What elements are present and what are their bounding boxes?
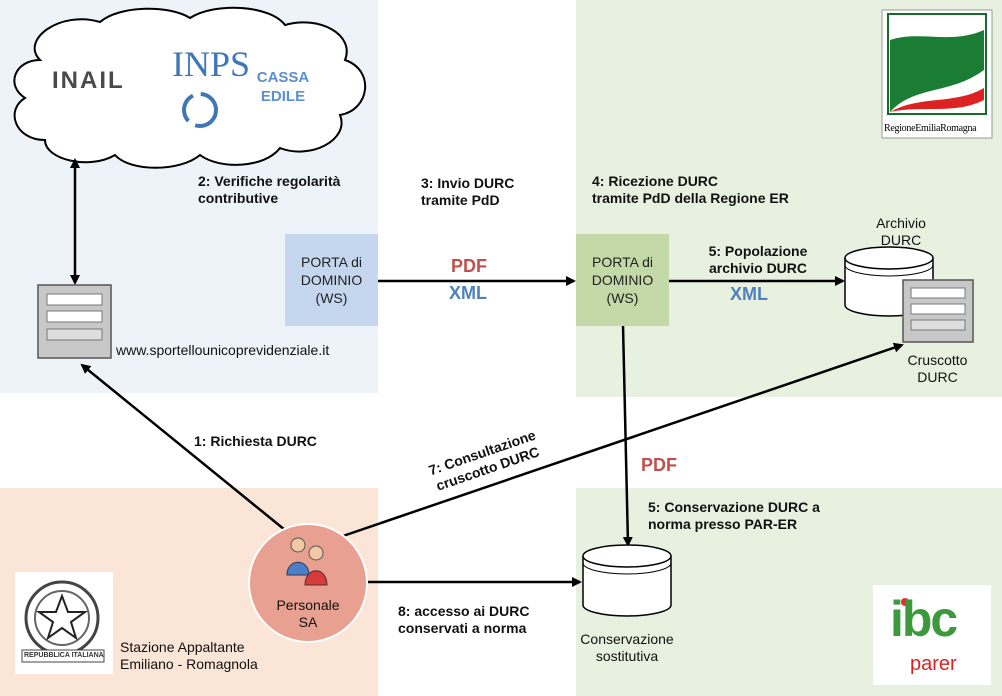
personale-label: Personale SA bbox=[268, 597, 348, 631]
step-8-label: 8: accesso ai DURC conservati a norma bbox=[398, 603, 530, 637]
regione-er-logo bbox=[881, 9, 993, 139]
cassa-edile-line2: EDILE bbox=[260, 88, 306, 105]
conservazione-line1: Conservazione bbox=[580, 631, 674, 647]
step-3-line1: 3: Invio DURC bbox=[421, 175, 515, 191]
personale-line2: SA bbox=[298, 614, 318, 630]
step-4-line1: 4: Ricezione DURC bbox=[592, 173, 719, 189]
step-5a-label: 5: Popolazione archivio DURC bbox=[688, 243, 828, 277]
stazione-line1: Stazione Appaltante bbox=[120, 639, 245, 655]
archivio-label: Archivio DURC bbox=[856, 215, 946, 249]
porta-right-line2: DOMINIO bbox=[591, 272, 654, 288]
inps-logo: INPS bbox=[172, 44, 251, 84]
step-5b-line2: norma presso PAR-ER bbox=[648, 516, 798, 532]
ibc-logo-text: ibc bbox=[890, 591, 958, 647]
step-3-line2: tramite PdD bbox=[421, 192, 500, 208]
cruscotto-line1: Cruscotto bbox=[907, 352, 968, 368]
conservazione-line2: sostitutiva bbox=[595, 648, 659, 664]
cruscotto-line2: DURC bbox=[917, 369, 958, 385]
stazione-label: Stazione Appaltante Emiliano - Romagnola bbox=[120, 639, 258, 673]
cruscotto-label: Cruscotto DURC bbox=[890, 352, 985, 386]
porta-left-line1: PORTA di bbox=[301, 254, 362, 270]
step-5a-line2: archivio DURC bbox=[708, 260, 808, 276]
regione-er-text: RegioneEmiliaRomagna bbox=[884, 123, 977, 134]
step-4-line2: tramite PdD della Regione ER bbox=[592, 190, 789, 206]
porta-dominio-right: PORTA di DOMINIO (WS) bbox=[576, 234, 669, 326]
archivio-line2: DURC bbox=[880, 232, 922, 248]
arrow-richiesta bbox=[80, 363, 286, 531]
cassa-edile-line1: CASSA bbox=[256, 69, 310, 86]
porta-left-line3: (WS) bbox=[315, 290, 348, 306]
personale-line1: Personale bbox=[276, 597, 340, 613]
cruscotto-server-icon bbox=[902, 279, 974, 343]
porta-right-line3: (WS) bbox=[606, 290, 639, 306]
cassa-edile-logo: CASSA EDILE bbox=[250, 68, 316, 106]
ibc-parer-logo bbox=[873, 585, 991, 685]
step-2-line2: contributive bbox=[198, 190, 279, 206]
step-2-line1: 2: Verifiche regolarità bbox=[198, 173, 341, 189]
step-5b-line1: 5: Conservazione DURC a bbox=[648, 499, 820, 515]
emblem-text: REPUBBLICA ITALIANA bbox=[24, 652, 104, 659]
inps-logo-icon bbox=[182, 92, 218, 128]
italian-emblem bbox=[15, 572, 113, 674]
inail-logo: INAIL bbox=[52, 67, 125, 94]
people-icon bbox=[286, 537, 328, 586]
format-xml-right: XML bbox=[730, 284, 768, 304]
conservazione-db-icon bbox=[582, 544, 672, 617]
conservazione-label: Conservazione sostitutiva bbox=[577, 631, 677, 665]
arrow-conservazione bbox=[621, 324, 633, 547]
format-xml-top: XML bbox=[449, 283, 487, 303]
server-icon bbox=[37, 284, 112, 359]
step-4-label: 4: Ricezione DURC tramite PdD della Regi… bbox=[592, 173, 789, 207]
step-5b-label: 5: Conservazione DURC a norma presso PAR… bbox=[648, 499, 820, 533]
format-pdf-top: PDF bbox=[451, 256, 487, 276]
porta-dominio-left: PORTA di DOMINIO (WS) bbox=[285, 234, 378, 326]
step-8-line1: 8: accesso ai DURC bbox=[398, 603, 530, 619]
step-3-label: 3: Invio DURC tramite PdD bbox=[421, 175, 514, 209]
step-2-label: 2: Verifiche regolarità contributive bbox=[198, 173, 340, 207]
cloud-shape bbox=[13, 6, 367, 169]
step-1-label: 1: Richiesta DURC bbox=[194, 433, 317, 449]
porta-left-line2: DOMINIO bbox=[300, 272, 363, 288]
format-pdf-down: PDF bbox=[641, 455, 677, 475]
website-label: www.sportellounicoprevidenziale.it bbox=[116, 342, 330, 358]
porta-right-line1: PORTA di bbox=[592, 254, 653, 270]
stazione-line2: Emiliano - Romagnola bbox=[120, 656, 258, 672]
step-5a-line1: 5: Popolazione bbox=[708, 243, 808, 259]
archivio-line1: Archivio bbox=[876, 215, 926, 231]
step-8-line2: conservati a norma bbox=[398, 620, 527, 636]
arrow-consultazione bbox=[339, 342, 904, 539]
parer-logo-text: parer bbox=[910, 653, 957, 675]
